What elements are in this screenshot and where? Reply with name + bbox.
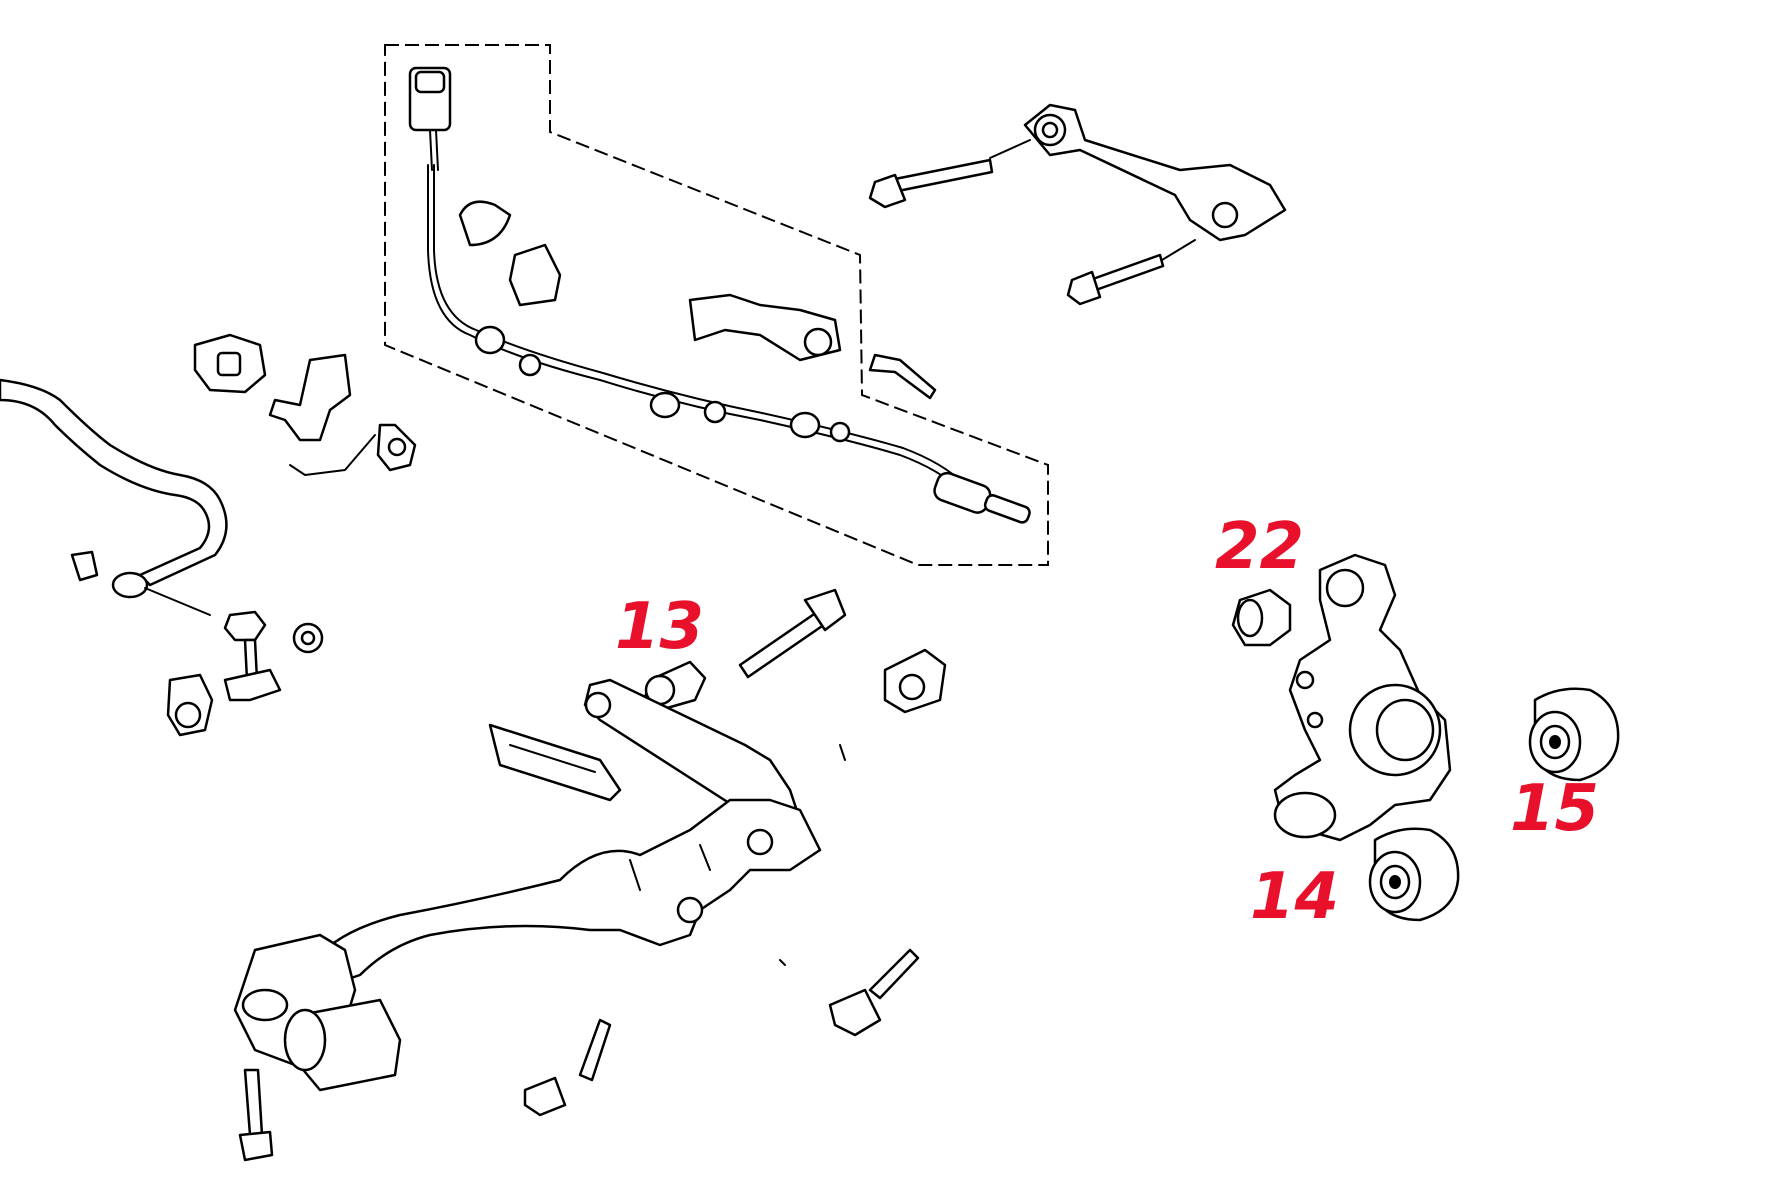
upper-arm-bolt-2 — [1088, 253, 1165, 293]
callouts: 13 22 14 15 — [615, 510, 1599, 934]
upper-arm-bolt-1 — [888, 158, 994, 194]
callout-14: 14 — [1250, 860, 1339, 934]
abs-sensor-group — [384, 44, 1049, 566]
abs-sensor-head — [933, 471, 992, 514]
lower-arm-bolt-2 — [868, 948, 920, 1000]
lower-arm-bolt-1 — [578, 1018, 612, 1082]
knuckle-assembly — [1231, 553, 1620, 922]
stabilizer-bar — [0, 378, 228, 587]
compensator-arm-bolt — [738, 608, 830, 679]
callout-13: 13 — [615, 590, 704, 664]
upper-arm-assembly — [868, 103, 1287, 306]
wire-clip — [458, 200, 512, 247]
callout-22: 22 — [1215, 510, 1304, 584]
stabilizer-link — [223, 610, 267, 642]
lower-arm-assembly — [233, 588, 947, 1162]
abs-sensor-group-outline — [384, 44, 1049, 566]
stabilizer-bracket — [268, 353, 352, 442]
lower-arm — [313, 798, 822, 987]
sensor-bracket — [688, 293, 842, 362]
stabilizer-bar-assembly — [0, 333, 417, 737]
bracket-bolt — [868, 353, 937, 400]
lower-arm-shield — [488, 723, 622, 802]
callout-15: 15 — [1510, 772, 1599, 846]
trailing-arm-bolt — [243, 1068, 264, 1137]
wire-clip-holder — [508, 243, 562, 307]
